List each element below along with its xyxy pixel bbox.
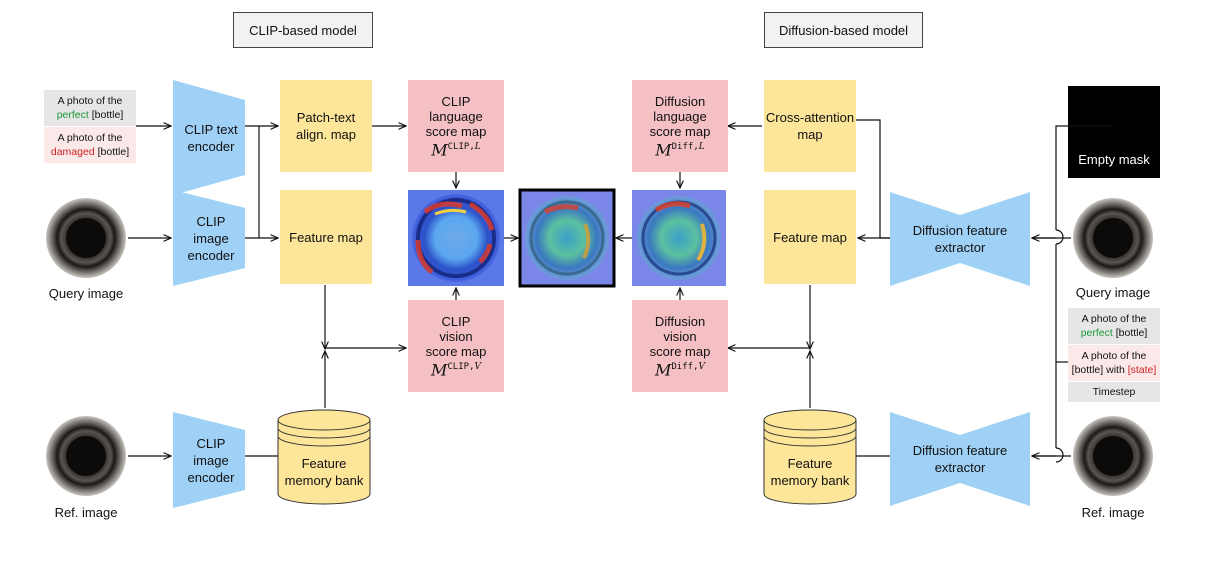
right-query-caption: Query image	[1075, 285, 1151, 300]
clip-vis-math: MCLIP,V	[431, 360, 482, 380]
math-sub: L	[698, 142, 705, 153]
diffusion-extractor-top-shape	[890, 192, 1030, 286]
math-base: M	[431, 360, 448, 380]
diff-lang-l2: language	[653, 109, 707, 125]
right-prompt-perfect-line2: perfect [bottle]	[1081, 326, 1148, 340]
damaged-word: damaged	[50, 146, 95, 158]
right-prompt-perfect-line1: A photo of the	[1081, 313, 1147, 325]
diffusion-extractor-bottom-shape	[890, 412, 1030, 506]
clip-ref-image-encoder-label: CLIP image encoder	[187, 435, 235, 485]
diffusion-section-title: Diffusion-based model	[764, 12, 923, 48]
clip-language-score-map: CLIP language score map MCLIP,L	[408, 80, 504, 172]
diffusion-vision-score-map: Diffusion vision score map MDiff,V	[632, 300, 728, 392]
clip-memory-bank-cylinder	[277, 409, 371, 505]
diffusion-extractor-bottom-label: Diffusion feature extractor	[912, 443, 1008, 475]
empty-mask-label: Empty mask	[1078, 152, 1150, 167]
diffusion-combined-heatmap	[632, 190, 726, 286]
diff-vis-math: MDiff,V	[655, 360, 706, 380]
bottle-token: [bottle]	[97, 146, 130, 158]
math-base: M	[655, 140, 672, 160]
diff-vis-l3: score map	[649, 344, 711, 360]
clip-vis-l3: score map	[425, 344, 487, 360]
math-base: M	[431, 140, 448, 160]
math-sup: Diff	[671, 362, 694, 373]
clip-text-encoder-label: CLIP text encoder	[184, 121, 238, 154]
math-sup: CLIP	[447, 142, 470, 153]
clip-image-encoder-label: CLIP image encoder	[187, 213, 235, 263]
bottle-token: [bottle]	[1115, 327, 1148, 339]
diffusion-extractor-top-label: Diffusion feature extractor	[912, 223, 1008, 255]
timestep-label: Timestep	[1068, 382, 1160, 402]
diffusion-language-score-map: Diffusion language score map MDiff,L	[632, 80, 728, 172]
math-sub: V	[474, 362, 482, 373]
right-prompt-state-line2: [bottle] with [state]	[1072, 363, 1157, 377]
clip-ref-image-encoder-shape	[173, 412, 245, 508]
math-sup: Diff	[671, 142, 694, 153]
cross-attention-map: Cross-attention map	[764, 80, 856, 172]
clip-combined-heatmap	[408, 190, 504, 286]
bottle-token: [bottle]	[91, 109, 124, 121]
left-prompt-perfect: A photo of the perfect [bottle]	[44, 90, 136, 126]
left-ref-caption: Ref. image	[54, 505, 118, 520]
clip-feature-map: Feature map	[280, 190, 372, 284]
left-prompt-damaged-line2: damaged [bottle]	[51, 145, 129, 159]
diff-lang-math: MDiff,L	[655, 140, 705, 160]
ref-image-right	[1073, 416, 1153, 496]
diffusion-memory-bank-cylinder	[763, 409, 857, 505]
final-anomaly-map	[518, 188, 616, 288]
diffusion-memory-bank-label: Feature memory bank	[770, 456, 850, 488]
right-prompt-state: A photo of the [bottle] with [state]	[1068, 345, 1160, 381]
clip-vis-l1: CLIP	[441, 314, 471, 330]
diff-lang-l3: score map	[649, 124, 711, 140]
left-prompt-perfect-line2: perfect [bottle]	[57, 108, 124, 122]
bottle-with: [bottle] with	[1071, 364, 1125, 376]
perfect-word: perfect	[1080, 327, 1113, 339]
diff-lang-l1: Diffusion	[654, 94, 706, 110]
clip-image-encoder-shape	[173, 190, 245, 286]
query-image-left	[46, 198, 126, 278]
ref-image-left	[46, 416, 126, 496]
left-query-caption: Query image	[48, 286, 124, 301]
left-prompt-damaged: A photo of the damaged [bottle]	[44, 127, 136, 163]
clip-vision-score-map: CLIP vision score map MCLIP,V	[408, 300, 504, 392]
diff-vis-l1: Diffusion	[654, 314, 706, 330]
clip-text-encoder-shape	[173, 80, 245, 195]
patch-text-align-map: Patch-text align. map	[280, 80, 372, 172]
perfect-word: perfect	[56, 109, 89, 121]
left-prompt-damaged-line1: A photo of the	[57, 132, 123, 144]
math-base: M	[655, 360, 672, 380]
clip-lang-math: MCLIP,L	[431, 140, 481, 160]
clip-memory-bank-label: Feature memory bank	[284, 456, 364, 488]
math-sup: CLIP	[447, 362, 470, 373]
state-token: [state]	[1127, 364, 1157, 376]
clip-lang-l3: score map	[425, 124, 487, 140]
math-sub: V	[698, 362, 706, 373]
empty-mask-image	[1068, 86, 1160, 178]
left-prompt-perfect-line1: A photo of the	[57, 95, 123, 107]
clip-lang-l2: language	[429, 109, 483, 125]
right-prompt-state-line1: A photo of the	[1081, 350, 1147, 362]
clip-section-title: CLIP-based model	[233, 12, 373, 48]
diffusion-feature-map: Feature map	[764, 190, 856, 284]
math-sub: L	[474, 142, 481, 153]
right-ref-caption: Ref. image	[1081, 505, 1145, 520]
query-image-right	[1073, 198, 1153, 278]
clip-lang-l1: CLIP	[441, 94, 471, 110]
right-prompt-perfect: A photo of the perfect [bottle]	[1068, 308, 1160, 344]
clip-vis-l2: vision	[439, 329, 473, 345]
diff-vis-l2: vision	[663, 329, 697, 345]
